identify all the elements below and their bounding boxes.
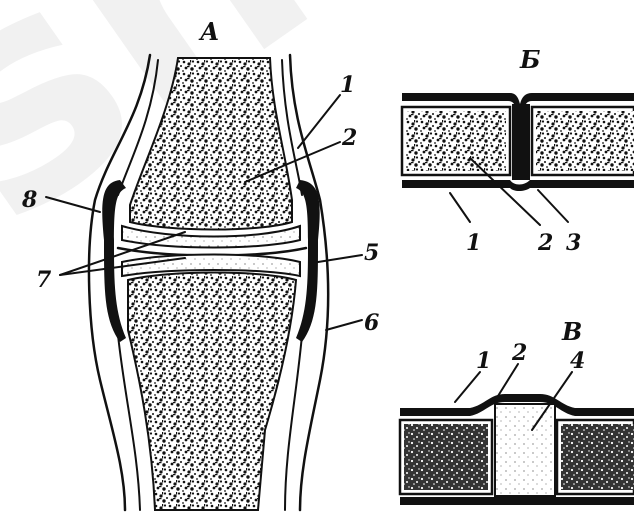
- panel-c-bottom-membrane: [400, 497, 634, 505]
- periosteum-right-lower: [285, 335, 302, 510]
- panel-c-right-spongy: [561, 424, 634, 490]
- panel-c-left-spongy: [404, 424, 488, 490]
- panel-c-connection: В 1 2 4: [400, 317, 634, 505]
- label-b-3: 3: [566, 230, 581, 256]
- label-c-1: 1: [476, 348, 491, 374]
- label-c-4: 4: [570, 348, 585, 374]
- label-a-5: 5: [364, 240, 379, 266]
- label-a-8: 8: [21, 187, 37, 213]
- label-c-2: 2: [511, 340, 527, 366]
- leader-b-1: [450, 193, 470, 222]
- panel-b-left-spongy: [406, 111, 506, 171]
- label-a-6: 6: [364, 310, 379, 336]
- leader-a-5: [318, 255, 362, 262]
- panel-b-suture-gap: [512, 104, 530, 180]
- panel-b-connection: Б 1 2 3: [402, 45, 634, 256]
- label-b-1: 1: [466, 230, 481, 256]
- leader-b-3: [538, 190, 568, 222]
- label-a-7: 7: [36, 267, 52, 293]
- lower-bone-epiphysis: [128, 273, 296, 511]
- panel-c-letter: В: [561, 317, 582, 346]
- panel-b-right-spongy: [536, 111, 634, 171]
- panel-b-bottom-membrane: [402, 180, 634, 191]
- label-a-1: 1: [340, 72, 355, 98]
- leader-c-2: [498, 364, 518, 396]
- label-b-2: 2: [537, 230, 553, 256]
- leader-c-1: [455, 372, 480, 402]
- leader-a-6: [326, 320, 362, 330]
- panel-b-letter: Б: [519, 45, 541, 74]
- panel-c-cartilage: [495, 404, 555, 496]
- panel-a-letter: А: [198, 17, 220, 46]
- label-a-2: 2: [341, 125, 357, 151]
